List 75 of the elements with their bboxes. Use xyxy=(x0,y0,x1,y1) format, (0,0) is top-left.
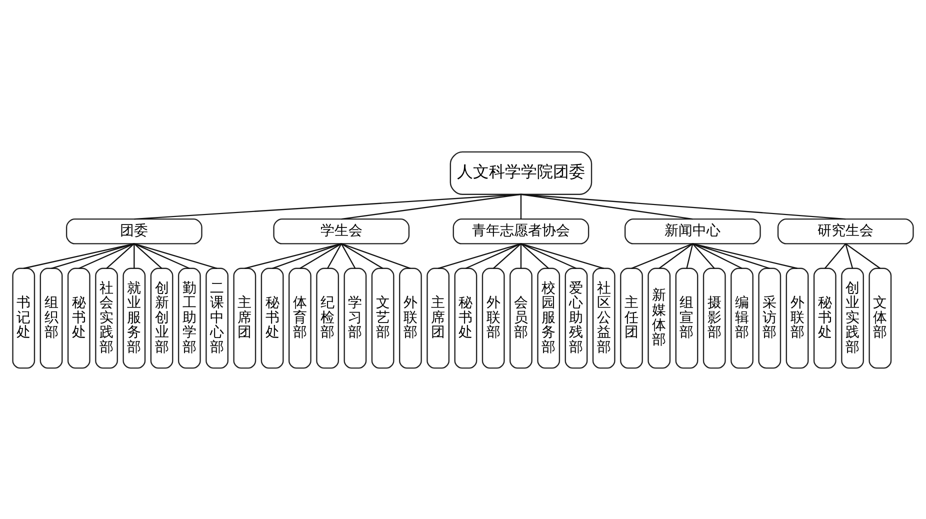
connector xyxy=(692,242,715,268)
node-box: 青年志愿者协会 xyxy=(452,218,590,244)
node-box: 学习部 xyxy=(344,267,367,368)
connector xyxy=(341,242,384,268)
node-box: 主席团 xyxy=(426,267,450,368)
connector xyxy=(686,243,694,268)
node-box: 主任团 xyxy=(620,267,643,368)
node-box: 人文科学学院团委 xyxy=(450,150,592,194)
connector xyxy=(692,242,798,268)
node-box: 编辑部 xyxy=(730,267,754,368)
connector xyxy=(658,242,694,268)
node-box: 团委 xyxy=(66,218,202,244)
connector xyxy=(520,194,522,219)
connector xyxy=(520,243,522,268)
node-box: 勤工助学部 xyxy=(178,267,201,368)
connector xyxy=(520,242,549,268)
connector xyxy=(692,242,742,268)
connector xyxy=(106,242,135,268)
connector xyxy=(340,242,356,268)
connector xyxy=(134,242,190,268)
node-box: 外联部 xyxy=(482,267,505,368)
node-box: 二课中心部 xyxy=(206,267,228,368)
node-box: 会员部 xyxy=(510,267,532,368)
connector xyxy=(51,242,134,268)
connector xyxy=(438,242,522,268)
node-box: 体育部 xyxy=(288,267,312,368)
connector xyxy=(134,193,522,220)
connector xyxy=(134,243,135,268)
node-box: 文体部 xyxy=(868,267,892,368)
node-box: 纪检部 xyxy=(316,267,340,368)
connector xyxy=(631,242,693,268)
node-box: 秘书处 xyxy=(260,267,284,368)
node-box: 外联部 xyxy=(399,267,422,368)
connector xyxy=(134,242,162,268)
node-box: 外联部 xyxy=(786,267,809,368)
node-box: 秘书处 xyxy=(67,267,90,368)
connector xyxy=(845,243,854,268)
connector xyxy=(327,242,342,268)
connector xyxy=(78,242,134,268)
connector xyxy=(272,242,342,268)
connector xyxy=(341,242,411,268)
node-box: 社会实践部 xyxy=(95,267,118,368)
node-box: 新闻中心 xyxy=(624,218,761,244)
node-box: 新媒体部 xyxy=(648,267,671,368)
connector xyxy=(24,242,134,268)
node-box: 文艺部 xyxy=(371,267,394,368)
connector xyxy=(341,193,522,220)
node-box: 爱心助残部 xyxy=(564,267,588,368)
connector xyxy=(300,242,342,268)
node-box: 书记处 xyxy=(12,267,36,368)
node-box: 社区公益部 xyxy=(592,267,616,368)
connector xyxy=(134,242,218,268)
connector xyxy=(244,242,342,268)
connector xyxy=(845,242,880,268)
connector xyxy=(520,193,846,220)
node-box: 组宣部 xyxy=(675,267,698,368)
node-box: 校园服务部 xyxy=(537,267,560,368)
node-box: 采访部 xyxy=(758,267,782,368)
connector xyxy=(824,242,846,268)
connector xyxy=(520,193,693,220)
node-box: 研究生会 xyxy=(777,218,914,244)
connector xyxy=(520,242,576,268)
node-box: 摄影部 xyxy=(702,267,726,368)
node-box: 主席团 xyxy=(233,267,256,368)
node-box: 学生会 xyxy=(273,218,410,244)
node-box: 秘书处 xyxy=(813,267,836,368)
node-box: 创新创业部 xyxy=(150,267,174,368)
node-box: 就业服务部 xyxy=(122,267,146,368)
connector xyxy=(520,242,604,268)
node-box: 秘书处 xyxy=(454,267,478,368)
connector xyxy=(692,242,770,268)
node-box: 组织部 xyxy=(40,267,63,368)
connector xyxy=(465,242,522,268)
connector xyxy=(492,242,522,268)
node-box: 创业实践部 xyxy=(841,267,864,368)
